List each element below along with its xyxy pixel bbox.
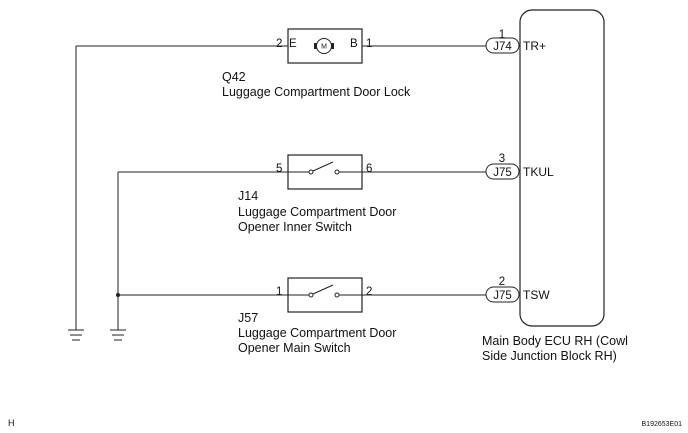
lock-pin-left-num: 2 bbox=[276, 38, 282, 50]
ecu-terminal-1-connector-badge bbox=[485, 37, 520, 54]
main-switch-name-line1: Luggage Compartment Door bbox=[238, 326, 396, 340]
inner-switch-name-line1: Luggage Compartment Door bbox=[238, 205, 396, 219]
ecu-terminal-1-pin: 1 bbox=[499, 29, 505, 41]
motor-symbol-letter: M bbox=[321, 44, 327, 51]
main-switch-contact-right bbox=[334, 292, 340, 298]
ground-symbol-right-icon bbox=[110, 329, 126, 341]
lock-pin-right-num: 1 bbox=[366, 38, 372, 50]
ground-junction-dot bbox=[116, 293, 120, 297]
ecu-terminal-3-connector: J75 bbox=[493, 290, 512, 302]
inner-switch-code: J14 bbox=[238, 189, 258, 203]
ecu-terminal-3: 3 J75 TKUL bbox=[485, 153, 554, 180]
inner-switch-blade-icon bbox=[312, 161, 334, 172]
main-switch-code: J57 bbox=[238, 311, 258, 325]
ecu-box bbox=[519, 9, 605, 327]
ecu-terminal-2-signal: TKUL bbox=[523, 165, 554, 179]
lock-pin-right-name: B bbox=[350, 38, 358, 50]
inner-switch-pin-left: 5 bbox=[276, 163, 282, 175]
ecu-terminal-1-connector: J74 bbox=[493, 41, 512, 53]
ecu-name-line1: Main Body ECU RH (Cowl bbox=[482, 334, 628, 348]
main-switch-name-line2: Opener Main Switch bbox=[238, 341, 351, 355]
ecu-terminal-2: 2 J75 TSW bbox=[485, 276, 550, 303]
footer-figure-id: B192653E01 bbox=[642, 421, 683, 428]
inner-switch-pin-right: 6 bbox=[366, 163, 372, 175]
ecu-terminal-3-signal: TSW bbox=[523, 288, 550, 302]
ground-symbol-left-icon bbox=[68, 329, 84, 341]
motor-brush-left bbox=[314, 43, 317, 49]
ecu-terminal-3-connector-badge bbox=[485, 286, 520, 303]
main-switch-blade-icon bbox=[312, 284, 334, 295]
ecu-terminal-2-connector: J75 bbox=[493, 167, 512, 179]
inner-switch-contact-right bbox=[334, 169, 340, 175]
main-switch-pin-left: 1 bbox=[276, 286, 282, 298]
ecu-terminal-1-signal: TR+ bbox=[523, 39, 546, 53]
lock-name: Luggage Compartment Door Lock bbox=[222, 85, 411, 99]
motor-brush-right bbox=[331, 43, 334, 49]
ecu-terminal-2-connector-badge bbox=[485, 163, 520, 180]
main-switch-pin-right: 2 bbox=[366, 286, 372, 298]
ecu-terminal-1: 1 J74 TR+ bbox=[485, 29, 546, 54]
ecu-terminal-3-pin: 2 bbox=[499, 276, 505, 288]
footer-left-code: H bbox=[8, 418, 15, 428]
inner-switch-contact-left bbox=[308, 169, 314, 175]
ecu-terminal-2-pin: 3 bbox=[499, 153, 505, 165]
lock-code: Q42 bbox=[222, 70, 246, 84]
lock-pin-left-name: E bbox=[289, 38, 297, 50]
main-switch-contact-left bbox=[308, 292, 314, 298]
inner-switch-name-line2: Opener Inner Switch bbox=[238, 220, 352, 234]
ecu-name-line2: Side Junction Block RH) bbox=[482, 349, 617, 363]
